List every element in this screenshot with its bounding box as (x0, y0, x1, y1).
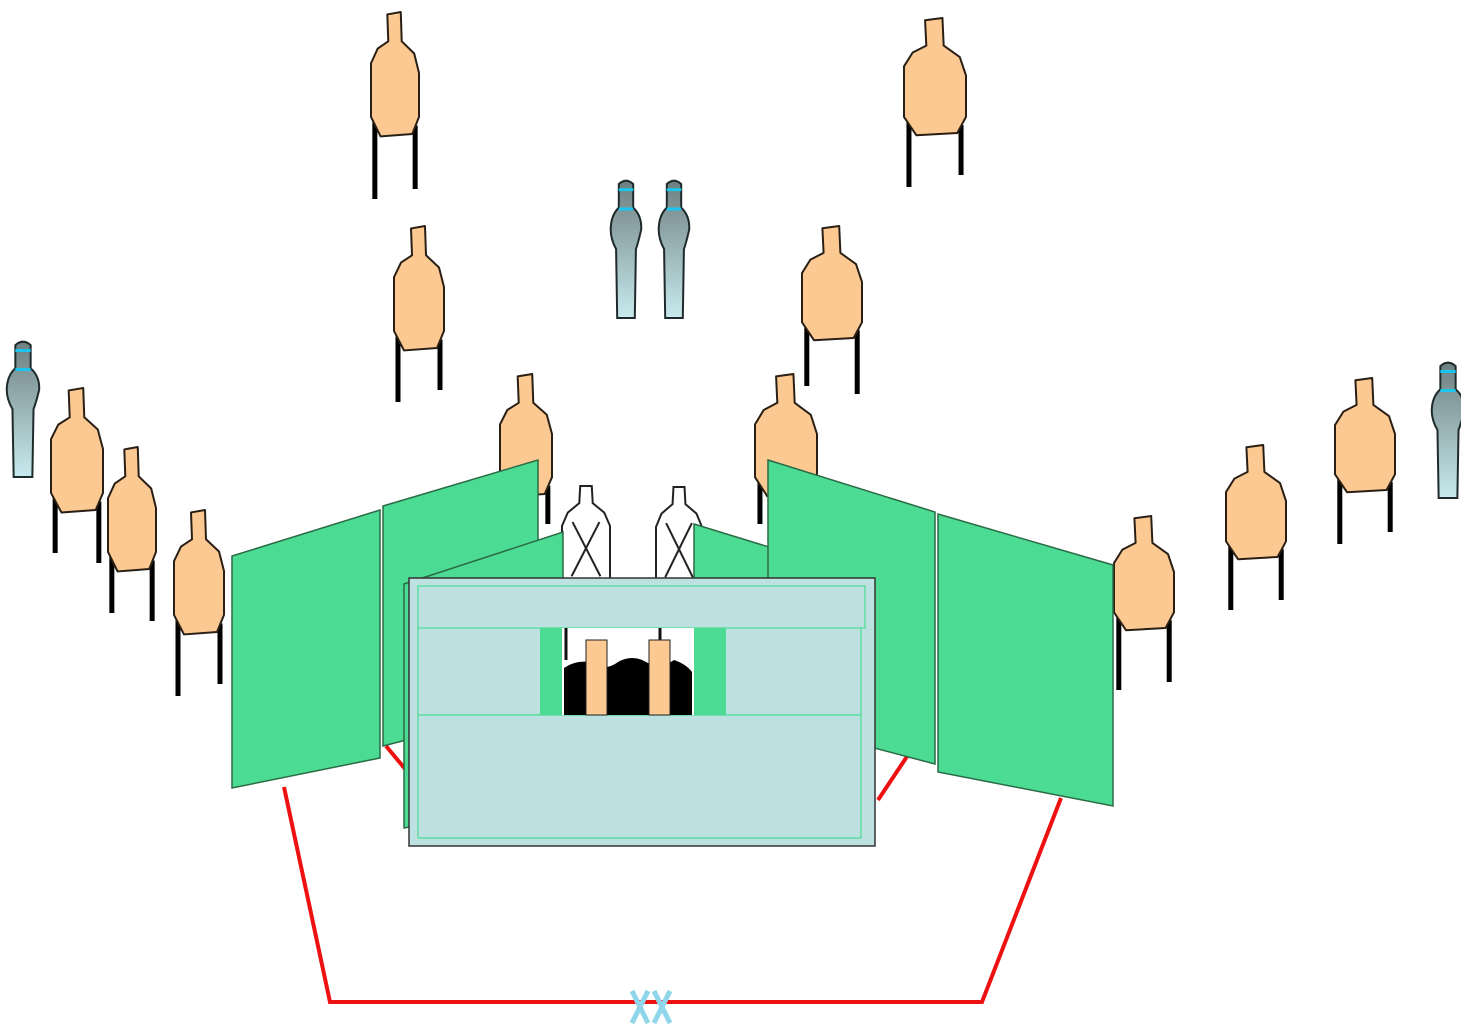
wall-panel (231, 508, 381, 789)
no-shoot-target (1430, 361, 1461, 499)
target-face (173, 509, 225, 636)
cardboard-target (903, 17, 967, 187)
x-target-cross (570, 521, 601, 577)
cardboard-target (173, 509, 225, 696)
target-face (1225, 444, 1287, 561)
window-shadow (564, 658, 692, 715)
noshoot-body (1430, 361, 1461, 499)
target-face (499, 373, 553, 498)
x-target-face (561, 485, 611, 582)
no-shoot-target (609, 179, 643, 319)
fault-line-inner (384, 744, 408, 772)
fault-line (282, 786, 1063, 1004)
cardboard-target (370, 11, 420, 199)
x-target (561, 485, 611, 582)
start-position (629, 989, 673, 1025)
barricade-with-window (408, 577, 876, 847)
window-target (648, 639, 671, 716)
target-face (393, 225, 445, 352)
cardboard-target (1334, 377, 1396, 544)
front-layer (408, 577, 876, 1025)
target-face (903, 17, 967, 137)
target-face (370, 11, 420, 138)
cardboard-target (1113, 515, 1175, 690)
target-face (1113, 515, 1175, 632)
cardboard-target (393, 225, 445, 402)
no-shoot-target (5, 340, 41, 478)
back-layer (5, 11, 1461, 1004)
x-target-cross (664, 522, 693, 578)
noshoot-body (5, 340, 41, 478)
target-face (1334, 377, 1396, 494)
fault-line-inner (876, 750, 912, 802)
target-face (107, 446, 157, 573)
cardboard-target (50, 387, 104, 563)
cardboard-target (1225, 444, 1287, 610)
cardboard-target (801, 225, 863, 394)
target-face (801, 225, 863, 342)
cardboard-target (107, 446, 157, 621)
noshoot-body (609, 179, 643, 319)
start-mark (651, 989, 673, 1025)
noshoot-body (657, 179, 691, 319)
wall-panel (937, 513, 1114, 807)
target-face (50, 387, 104, 514)
window-target (585, 639, 608, 716)
start-mark (629, 989, 651, 1025)
no-shoot-target (657, 179, 691, 319)
